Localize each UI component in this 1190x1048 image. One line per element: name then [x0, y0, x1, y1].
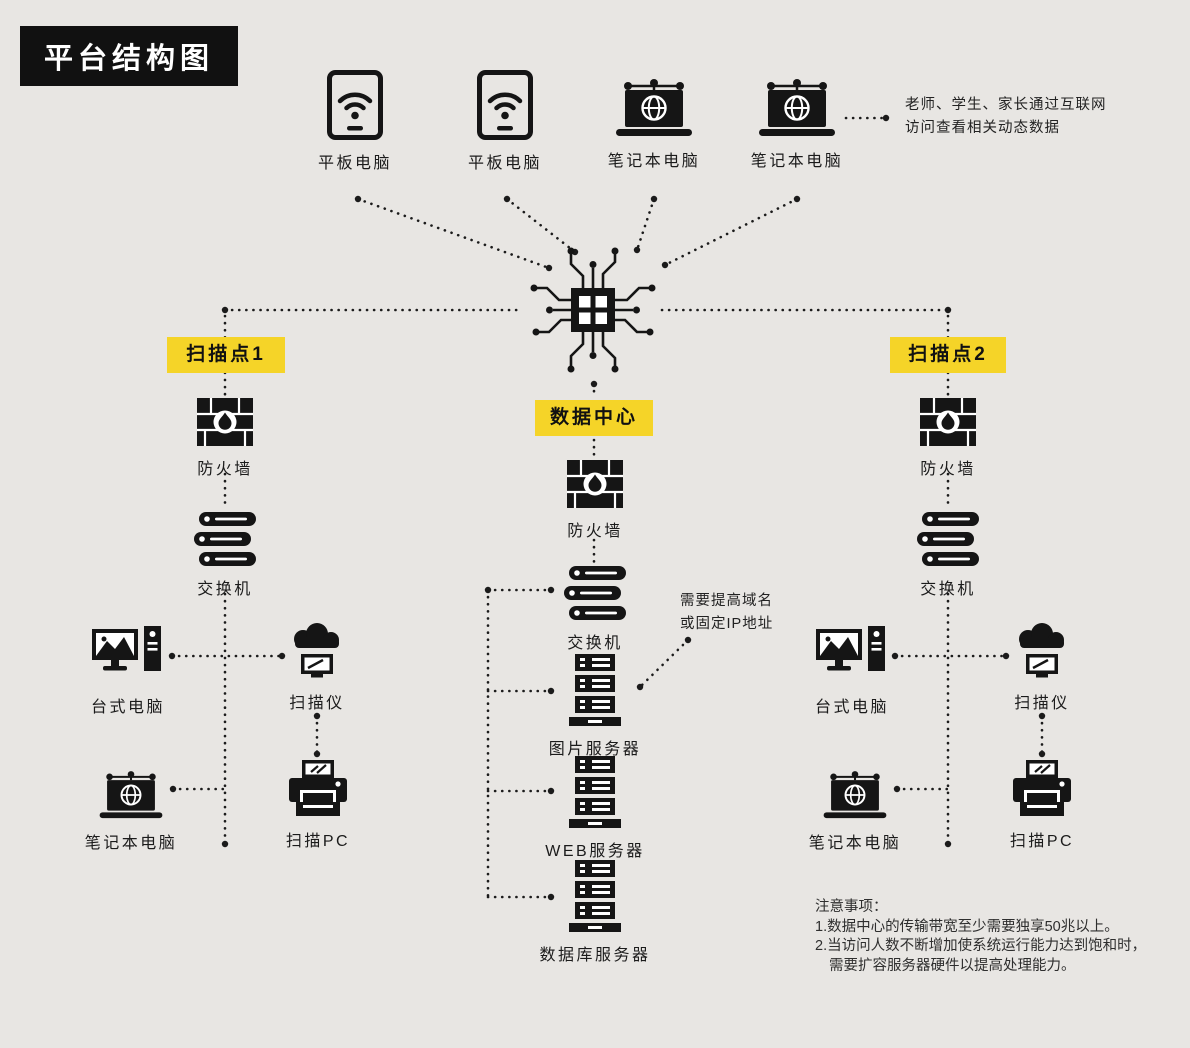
cpu-node [523, 240, 663, 380]
firewall-icon [920, 398, 976, 446]
web-server-label: WEB服务器 [545, 843, 645, 860]
tablet-icon [327, 70, 383, 140]
internet-access-note: 老师、学生、家长通过互联网 访问查看相关动态数据 [905, 97, 1107, 136]
switch-label: 交换机 [567, 635, 623, 652]
firewall-label: 防火墙 [197, 461, 253, 478]
desktop-icon [816, 626, 888, 684]
switch-icon [917, 512, 979, 566]
db-server-node: 数据库服务器 [535, 860, 655, 965]
switch-label: 交换机 [920, 581, 976, 598]
desktop-label: 台式电脑 [90, 699, 165, 716]
scanner-node-left: 扫描仪 [257, 622, 377, 713]
data-center-badge: 数据中心 [535, 400, 653, 436]
remarks-heading: 注意事项： [815, 899, 888, 915]
desktop-node-right: 台式电脑 [792, 626, 912, 717]
tablet-label: 平板电脑 [467, 155, 542, 172]
switch-node-left: 交换机 [165, 512, 285, 599]
image-server-label: 图片服务器 [548, 741, 642, 758]
laptop-node-2: 笔记本电脑 [737, 78, 857, 171]
scan-pc-node-left: 扫描PC [258, 760, 378, 851]
domain-ip-note: 需要提高域名 或固定IP地址 [680, 593, 774, 632]
laptop-icon [757, 78, 837, 138]
scan-pc-label: 扫描PC [1009, 833, 1075, 850]
switch-label: 交换机 [197, 581, 253, 598]
laptop-icon [614, 78, 694, 138]
db-server-label: 数据库服务器 [539, 947, 651, 964]
switch-icon [564, 566, 626, 620]
scan-pc-node-right: 扫描PC [982, 760, 1102, 851]
firewall-label: 防火墙 [920, 461, 976, 478]
web-server-node: WEB服务器 [535, 756, 655, 861]
server-icon [568, 654, 622, 726]
scanner-cloud-icon [1012, 622, 1072, 680]
scanner-label: 扫描仪 [1014, 695, 1070, 712]
laptop-icon [822, 770, 888, 820]
firewall-node-left: 防火墙 [165, 398, 285, 479]
laptop-label: 笔记本电脑 [808, 835, 902, 852]
laptop-label: 笔记本电脑 [607, 153, 701, 170]
laptop-icon [98, 770, 164, 820]
firewall-label: 防火墙 [567, 523, 623, 540]
firewall-icon [567, 460, 623, 508]
printer-icon [1011, 760, 1073, 818]
tablet-node-2: 平板电脑 [445, 70, 565, 173]
laptop-label: 笔记本电脑 [750, 153, 844, 170]
scanner-cloud-icon [287, 622, 347, 680]
firewall-node-center: 防火墙 [535, 460, 655, 541]
server-icon [568, 860, 622, 932]
switch-node-center: 交换机 [535, 566, 655, 653]
firewall-icon [197, 398, 253, 446]
laptop-node-left: 笔记本电脑 [71, 770, 191, 853]
scanner-node-right: 扫描仪 [982, 622, 1102, 713]
remarks-note: 注意事项： 1.数据中心的传输带宽至少需要独享50兆以上。 2.当访问人数不断增… [815, 899, 1147, 974]
scan-point-2-badge: 扫描点2 [890, 337, 1006, 373]
laptop-node-1: 笔记本电脑 [594, 78, 714, 171]
scan-point-1-badge: 扫描点1 [167, 337, 285, 373]
desktop-icon [92, 626, 164, 684]
laptop-node-right: 笔记本电脑 [795, 770, 915, 853]
cpu-icon [523, 240, 663, 380]
switch-node-right: 交换机 [888, 512, 1008, 599]
desktop-node-left: 台式电脑 [68, 626, 188, 717]
tablet-node-1: 平板电脑 [295, 70, 415, 173]
switch-icon [194, 512, 256, 566]
tablet-label: 平板电脑 [317, 155, 392, 172]
tablet-icon [477, 70, 533, 140]
server-icon [568, 756, 622, 828]
printer-icon [287, 760, 349, 818]
scanner-label: 扫描仪 [289, 695, 345, 712]
desktop-label: 台式电脑 [814, 699, 889, 716]
image-server-node: 图片服务器 [535, 654, 655, 759]
scan-pc-label: 扫描PC [285, 833, 351, 850]
page-title: 平台结构图 [20, 26, 239, 86]
firewall-node-right: 防火墙 [888, 398, 1008, 479]
laptop-label: 笔记本电脑 [84, 835, 178, 852]
